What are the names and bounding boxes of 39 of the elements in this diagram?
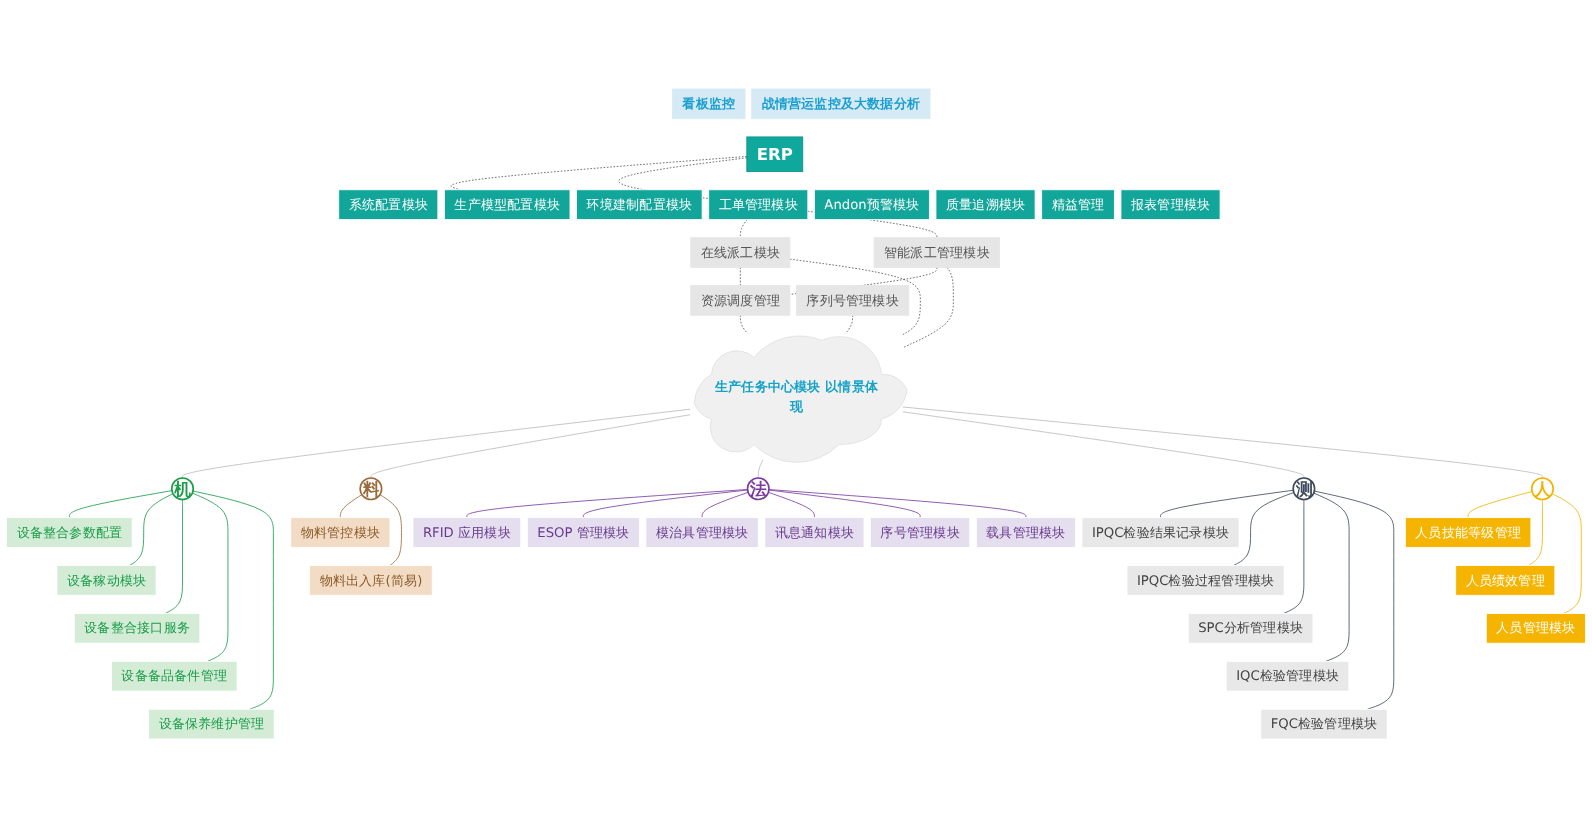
connector bbox=[1283, 499, 1305, 614]
connector bbox=[1467, 491, 1533, 519]
node-circle: 料 bbox=[359, 477, 383, 501]
connector bbox=[582, 489, 748, 519]
connector bbox=[1551, 493, 1582, 614]
connector bbox=[739, 267, 741, 286]
connector bbox=[129, 493, 174, 566]
connector bbox=[757, 459, 764, 479]
connector bbox=[845, 314, 854, 334]
node-circle: 机 bbox=[170, 477, 195, 501]
connector bbox=[370, 414, 691, 479]
connector bbox=[1527, 499, 1543, 566]
connector bbox=[739, 219, 748, 239]
node-circle: 人 bbox=[1530, 477, 1554, 501]
connector bbox=[192, 490, 274, 710]
connector bbox=[182, 408, 691, 479]
connector bbox=[767, 491, 815, 519]
connector bbox=[450, 156, 748, 191]
connector bbox=[739, 314, 748, 334]
connector bbox=[339, 494, 363, 519]
connector bbox=[768, 489, 921, 519]
node-box: ERP bbox=[746, 136, 804, 173]
connector bbox=[164, 499, 183, 614]
connector bbox=[379, 494, 402, 566]
node-circle: 法 bbox=[746, 477, 770, 501]
connector bbox=[902, 267, 954, 349]
node-circle: 测 bbox=[1292, 477, 1316, 501]
connector bbox=[789, 258, 921, 336]
connector bbox=[466, 489, 748, 519]
connector bbox=[768, 489, 1027, 519]
connector bbox=[1233, 492, 1295, 566]
connector bbox=[1313, 492, 1350, 662]
connector bbox=[191, 492, 229, 662]
connector bbox=[1313, 490, 1395, 710]
connector bbox=[902, 411, 1305, 479]
connector bbox=[902, 406, 1543, 479]
connector bbox=[1160, 489, 1294, 519]
connector bbox=[701, 491, 749, 519]
connector bbox=[68, 490, 173, 519]
